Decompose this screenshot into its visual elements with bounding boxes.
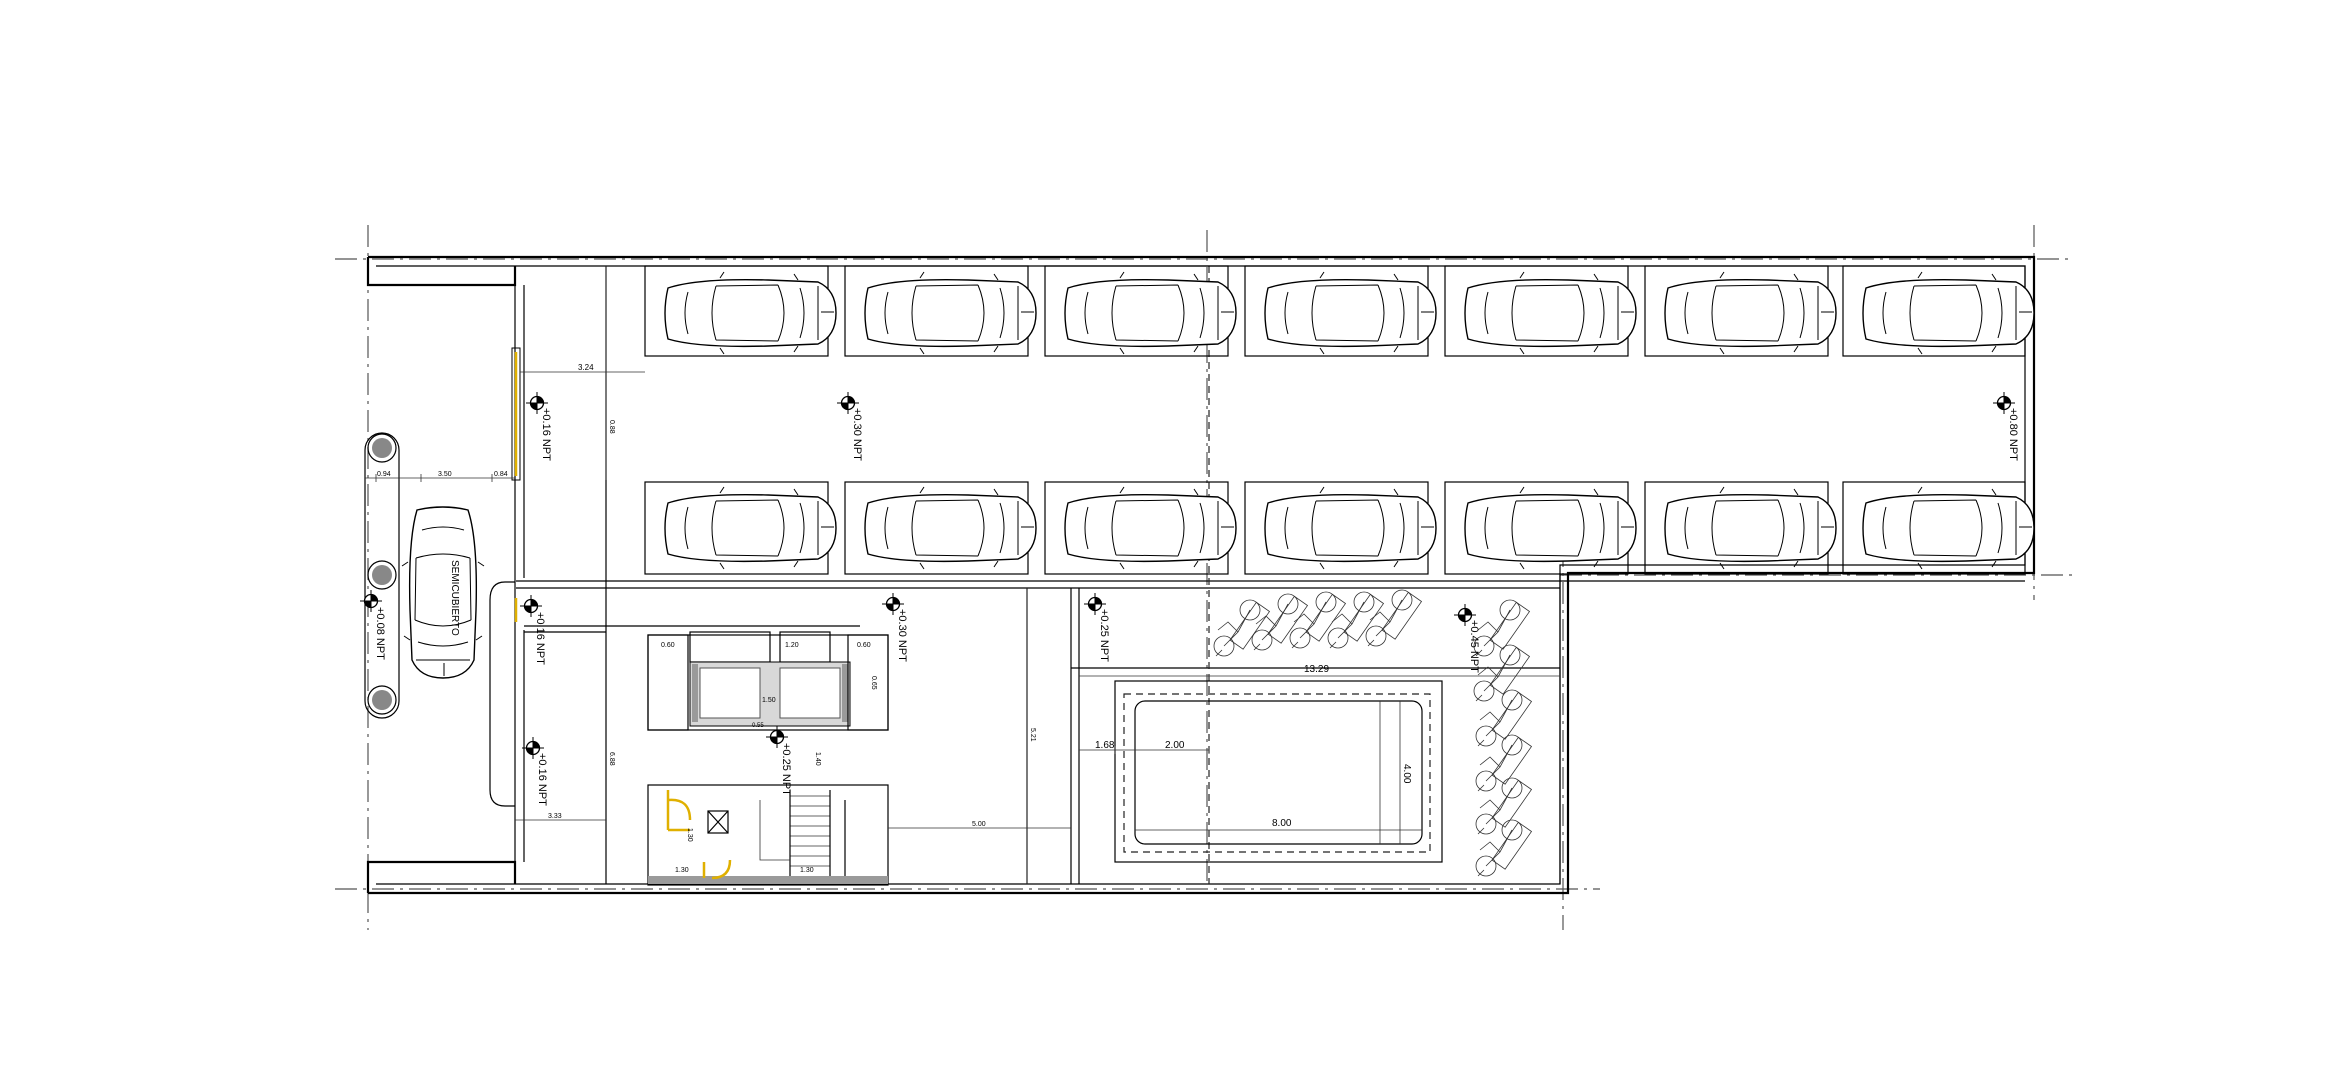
car-icon <box>401 506 485 679</box>
car-icon <box>1464 271 1637 355</box>
car-icon <box>1862 486 2035 570</box>
dimension-label: 0.84 <box>494 471 508 478</box>
car-icon <box>1664 486 1837 570</box>
service-core <box>647 631 889 731</box>
car-icon <box>664 271 837 355</box>
pool-dimension-label: 1.68 <box>1095 740 1115 751</box>
bike-racks <box>1213 589 1532 877</box>
dimension-label: 5.00 <box>972 821 986 828</box>
dimension-lines <box>365 266 1560 884</box>
pool-dimension-label: 2.00 <box>1165 740 1185 751</box>
level-label: +0.30 NPT <box>851 408 863 461</box>
stair-dimension-label: 1.30 <box>800 867 814 874</box>
car-icon <box>1064 271 1237 355</box>
level-label: +0.16 NPT <box>534 612 546 665</box>
stair-dimension-label: 1.30 <box>675 867 689 874</box>
car-icon <box>864 271 1037 355</box>
pool-dimension-label: 13.29 <box>1304 664 1329 675</box>
dimension-label: 0.94 <box>377 471 391 478</box>
core-dimension-label: 1.40 <box>814 752 821 766</box>
car-icon <box>664 486 837 570</box>
pool <box>1114 680 1443 863</box>
bicycle-icon <box>1473 644 1530 702</box>
dimension-label: 6.88 <box>608 752 615 766</box>
level-label: +0.16 NPT <box>536 753 548 806</box>
bicycle-icon <box>1251 593 1308 651</box>
car-icon <box>1464 486 1637 570</box>
level-label: +0.08 NPT <box>374 607 386 660</box>
car-icon <box>1264 271 1437 355</box>
level-label: +0.80 NPT <box>2007 408 2019 461</box>
core-dimension-label: 0.65 <box>870 676 877 690</box>
dimension-label: 0.88 <box>608 420 615 434</box>
bicycle-icon <box>1475 819 1532 877</box>
dimension-label: 5.21 <box>1029 728 1036 742</box>
car-icon <box>1664 271 1837 355</box>
level-label: +0.45 NPT <box>1468 620 1480 673</box>
level-label: +0.30 NPT <box>896 609 908 662</box>
entrance-gate <box>511 347 521 622</box>
pool-dimension-label: 8.00 <box>1272 818 1292 829</box>
stair-dimension-label: 1.30 <box>686 828 693 842</box>
core-dimension-label: 0.60 <box>857 642 871 649</box>
semicubierto-label: SEMICUBIERTO <box>449 560 460 636</box>
car-icon <box>1862 271 2035 355</box>
bicycle-icon <box>1327 591 1384 649</box>
core-dimension-label: 1.20 <box>785 642 799 649</box>
dimension-label: 3.24 <box>578 363 594 372</box>
dimension-label: 3.50 <box>438 471 452 478</box>
dimension-label: 3.33 <box>548 813 562 820</box>
stair-steps-icon <box>759 790 846 876</box>
core-dimension-label: 1.50 <box>762 697 776 704</box>
stair-core <box>647 784 889 886</box>
bicycle-icon <box>1289 591 1346 649</box>
bicycle-icon <box>1213 599 1270 657</box>
driveway-island <box>364 432 515 807</box>
bicycle-icon <box>1365 589 1422 647</box>
bicycle-icon <box>1473 599 1530 657</box>
car-icon <box>1064 486 1237 570</box>
level-label: +0.16 NPT <box>540 408 552 461</box>
parked-cars <box>401 271 2035 679</box>
car-icon <box>864 486 1037 570</box>
core-dimension-label: 0.60 <box>661 642 675 649</box>
core-dimension-label: 0.55 <box>752 723 764 729</box>
level-label: +0.25 NPT <box>780 743 792 796</box>
bicycle-icon <box>1475 689 1532 747</box>
level-label: +0.25 NPT <box>1098 609 1110 662</box>
pool-dimension-label: 4.00 <box>1401 764 1412 784</box>
car-icon <box>1264 486 1437 570</box>
